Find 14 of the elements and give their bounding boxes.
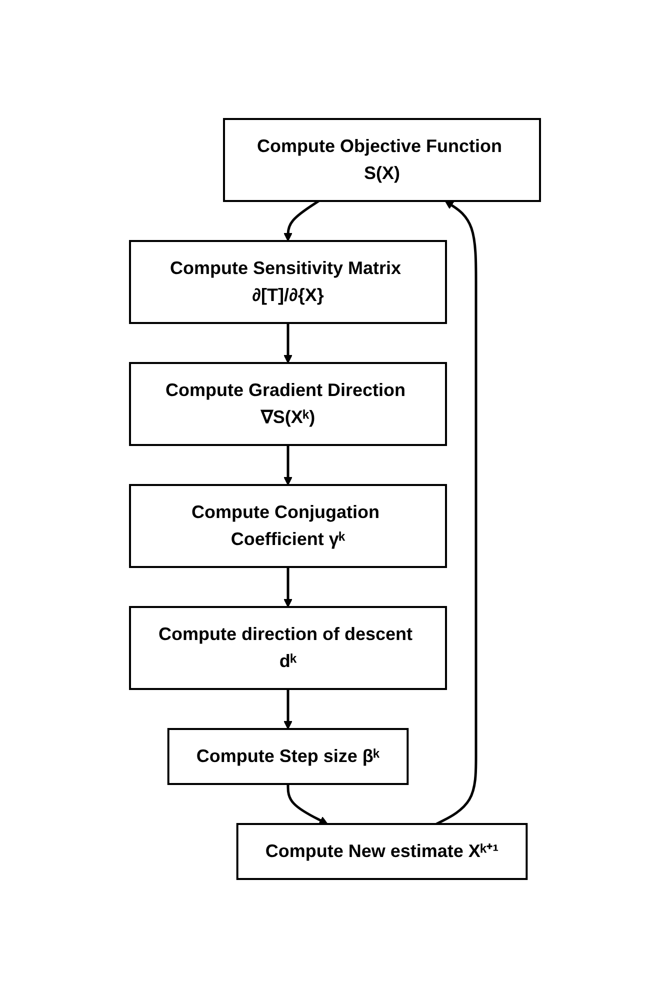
arrow	[284, 323, 292, 364]
arrow	[284, 445, 292, 486]
arrow	[286, 784, 328, 824]
node-box: Compute Objective Function S(X)	[223, 118, 541, 202]
arrow	[284, 567, 292, 608]
arrow	[436, 200, 478, 826]
node-box: Compute Conjugation Coefficient γᵏ	[129, 484, 447, 568]
arrow	[284, 200, 320, 242]
node-box: Compute Step size βᵏ	[167, 728, 409, 785]
node-box: Compute New estimate Xᵏ⁺¹	[236, 823, 528, 880]
arrow	[284, 689, 292, 730]
node-box: Compute direction of descent dᵏ	[129, 606, 447, 690]
node-box: Compute Sensitivity Matrix ∂[T]/∂{X}	[129, 240, 447, 324]
node-box: Compute Gradient Direction ∇S(Xᵏ)	[129, 362, 447, 446]
